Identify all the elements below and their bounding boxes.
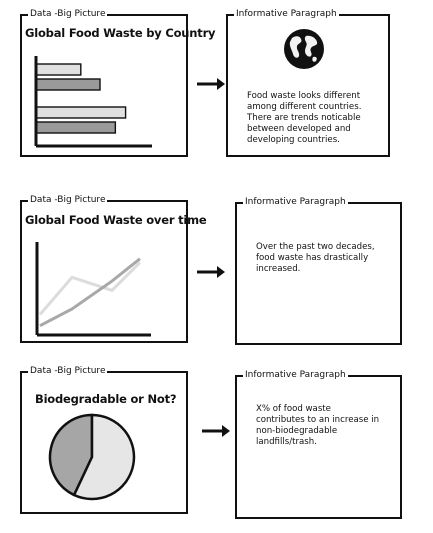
- info-frame-label: Informative Paragraph: [234, 8, 339, 20]
- info-frame-label: Informative Paragraph: [243, 196, 348, 208]
- info-frame-time: Informative Paragraph Over the past two …: [235, 196, 402, 345]
- bar: [35, 106, 127, 119]
- info-frame-country: Informative Paragraph Food waste looks d…: [226, 8, 390, 157]
- chart-frame-label: Data -Big Picture: [28, 8, 108, 20]
- arrow-icon: [201, 423, 231, 442]
- info-paragraph: Food waste looks different among differe…: [247, 91, 362, 145]
- chart-frame-time: Data -Big Picture Global Food Waste over…: [20, 194, 207, 343]
- chart-frame-country: Data -Big Picture Global Food Waste by C…: [20, 8, 216, 157]
- chart-title: Global Food Waste by Country: [25, 26, 216, 40]
- chart-title: Biodegradable or Not?: [35, 392, 177, 406]
- bar: [35, 121, 117, 134]
- series-line: [38, 261, 142, 316]
- bar: [35, 63, 82, 76]
- bar: [35, 78, 101, 91]
- arrow-icon: [196, 264, 226, 283]
- info-paragraph: X% of food waste contributes to an incre…: [256, 404, 380, 447]
- pie-slice: [48, 413, 94, 497]
- chart-title: Global Food Waste over time: [25, 213, 207, 227]
- bar-chart: [34, 56, 152, 148]
- series-line: [39, 257, 141, 328]
- line-chart: [35, 242, 151, 337]
- chart-frame-label: Data -Big Picture: [28, 365, 108, 377]
- info-frame-biodegradable: Informative Paragraph X% of food waste c…: [235, 369, 402, 519]
- globe-icon: [284, 29, 324, 69]
- info-frame-label: Informative Paragraph: [243, 369, 348, 381]
- info-paragraph: Over the past two decades, food waste ha…: [256, 242, 375, 274]
- pie-chart: [48, 413, 136, 501]
- chart-frame-label: Data -Big Picture: [28, 194, 108, 206]
- pie-slice: [72, 413, 136, 501]
- chart-frame-biodegradable: Data -Big Picture Biodegradable or Not?: [20, 365, 188, 514]
- arrow-icon: [196, 76, 226, 95]
